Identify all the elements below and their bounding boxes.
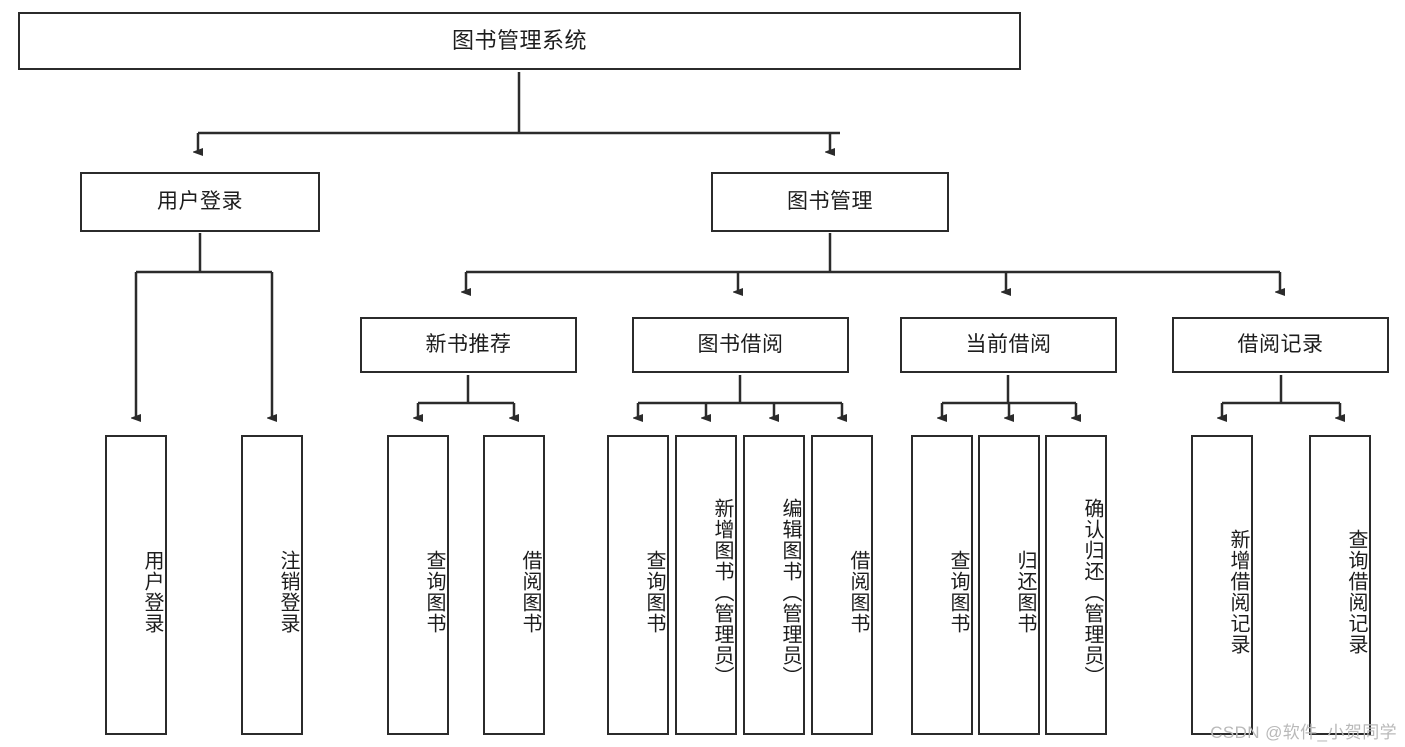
node-label: 新增借阅记录 <box>1227 529 1249 655</box>
node-label: 确认归还（管理员） <box>1081 497 1103 687</box>
node-label: 图书管理系统 <box>451 27 587 53</box>
node-label: 查询图书 <box>947 550 969 634</box>
node-label: 借阅图书 <box>519 550 541 634</box>
node-label: 用户登录 <box>157 190 243 214</box>
node-label: 查询图书 <box>423 550 445 634</box>
node-root-book-management-system[interactable]: 图书管理系统 <box>18 12 1021 70</box>
node-borrow-record[interactable]: 借阅记录 <box>1172 317 1389 373</box>
node-current-borrow[interactable]: 当前借阅 <box>900 317 1117 373</box>
node-label: 用户登录 <box>141 550 163 634</box>
node-label: 编辑图书（管理员） <box>779 497 801 687</box>
node-label: 新增图书（管理员） <box>711 497 733 687</box>
node-leaf-add-book-admin[interactable]: 新增图书（管理员） <box>675 435 737 735</box>
node-book-borrow[interactable]: 图书借阅 <box>632 317 849 373</box>
node-leaf-edit-book-admin[interactable]: 编辑图书（管理员） <box>743 435 805 735</box>
node-leaf-query-book-current[interactable]: 查询图书 <box>911 435 973 735</box>
node-new-book-recommendation[interactable]: 新书推荐 <box>360 317 577 373</box>
node-label: 新书推荐 <box>425 333 512 357</box>
node-book-management[interactable]: 图书管理 <box>711 172 949 232</box>
node-label: 借阅记录 <box>1237 333 1324 357</box>
watermark-text: CSDN @软件_小贺同学 <box>1210 723 1397 742</box>
node-leaf-borrow-book-newbook[interactable]: 借阅图书 <box>483 435 545 735</box>
node-leaf-query-book-newbook[interactable]: 查询图书 <box>387 435 449 735</box>
node-user-login[interactable]: 用户登录 <box>80 172 320 232</box>
node-label: 查询图书 <box>643 550 665 634</box>
node-label: 图书借阅 <box>697 333 784 357</box>
node-leaf-query-borrow-record[interactable]: 查询借阅记录 <box>1309 435 1371 735</box>
node-leaf-logout[interactable]: 注销登录 <box>241 435 303 735</box>
node-leaf-confirm-return-admin[interactable]: 确认归还（管理员） <box>1045 435 1107 735</box>
node-label: 当前借阅 <box>965 333 1052 357</box>
node-leaf-query-book-borrow[interactable]: 查询图书 <box>607 435 669 735</box>
node-label: 注销登录 <box>277 550 299 634</box>
node-label: 查询借阅记录 <box>1345 529 1367 655</box>
node-label: 归还图书 <box>1014 550 1036 634</box>
node-leaf-return-book[interactable]: 归还图书 <box>978 435 1040 735</box>
node-leaf-user-login[interactable]: 用户登录 <box>105 435 167 735</box>
node-leaf-borrow-book[interactable]: 借阅图书 <box>811 435 873 735</box>
node-label: 图书管理 <box>787 190 873 214</box>
node-leaf-add-borrow-record[interactable]: 新增借阅记录 <box>1191 435 1253 735</box>
node-label: 借阅图书 <box>847 550 869 634</box>
